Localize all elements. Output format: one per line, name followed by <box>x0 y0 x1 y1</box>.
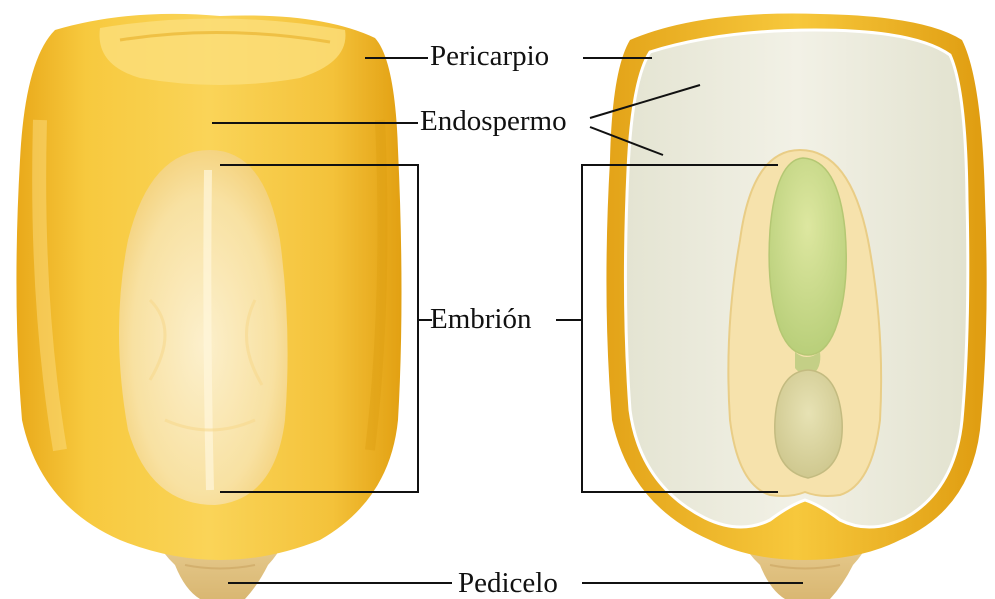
right-radicle <box>775 370 842 478</box>
label-pericarpio: Pericarpio <box>430 40 549 72</box>
right-plumule <box>769 158 846 355</box>
label-pedicelo: Pedicelo <box>458 567 558 599</box>
left-embryo <box>119 150 288 505</box>
label-embrion: Embrión <box>430 303 532 335</box>
left-kernel <box>16 14 401 599</box>
label-endospermo: Endospermo <box>420 105 567 137</box>
right-kernel <box>606 14 986 599</box>
